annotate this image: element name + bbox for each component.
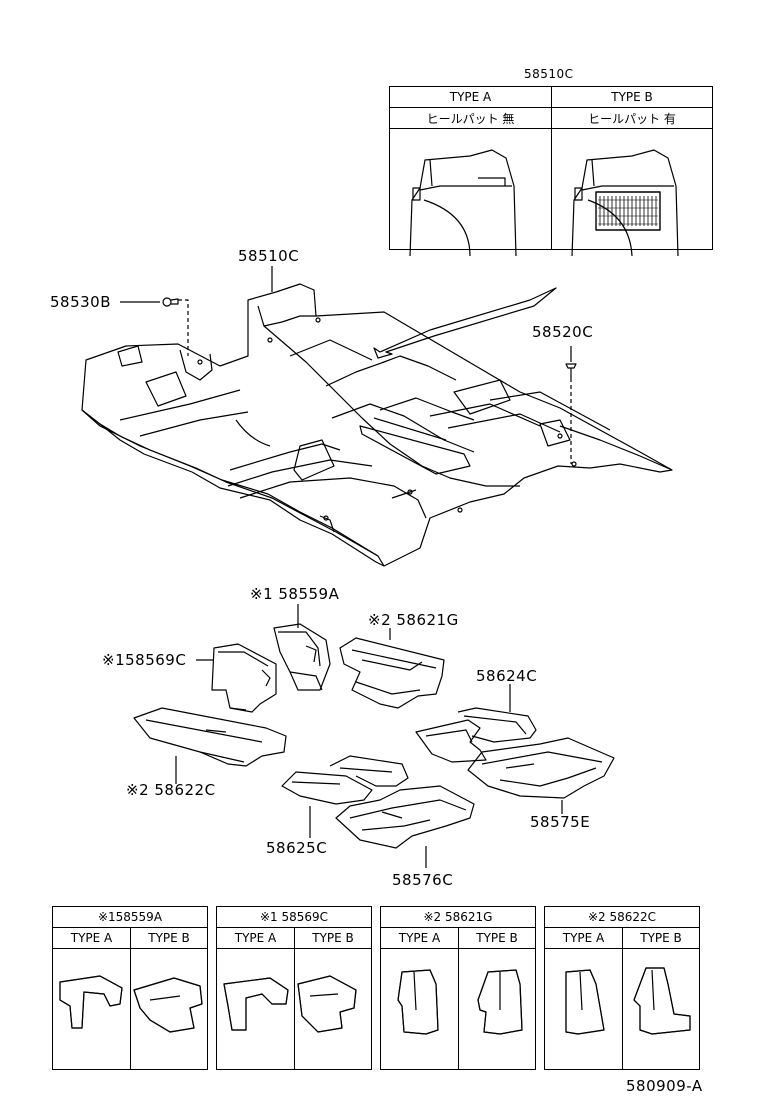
silencer-58569C xyxy=(211,643,277,713)
bottom-table-type-b: TYPE B xyxy=(294,927,372,949)
bottom-table-part: ※1 58569C xyxy=(216,906,372,928)
bottom-table-type-b: TYPE B xyxy=(622,927,700,949)
top-table-type-b: TYPE B xyxy=(551,86,713,108)
bottom-table-type-a: TYPE A xyxy=(216,927,295,949)
clip-58520C xyxy=(565,363,577,378)
label-58569C: ※158569C xyxy=(102,651,187,669)
bottom-table-image-b xyxy=(294,948,372,1070)
bottom-table-image-b xyxy=(622,948,700,1070)
bottom-table-58569C: ※1 58569C TYPE A TYPE B xyxy=(216,906,372,1070)
bottom-table-type-b: TYPE B xyxy=(458,927,536,949)
bottom-table-part: ※2 58622C xyxy=(544,906,700,928)
clip-58530B xyxy=(162,297,179,307)
bottom-table-image-a xyxy=(380,948,459,1070)
label-58530B: 58530B xyxy=(50,293,112,311)
heel-pad-sketch xyxy=(571,149,679,257)
label-58559A: ※1 58559A xyxy=(250,585,340,603)
floor-mat-58625C xyxy=(281,755,409,805)
bottom-table-part: ※2 58621G xyxy=(380,906,536,928)
silencer-58621G xyxy=(339,637,445,709)
floor-mat-58575E xyxy=(467,737,615,799)
reference-arrow xyxy=(373,287,557,359)
floor-carpet-58510C xyxy=(81,283,673,567)
bottom-table-part: ※158559A xyxy=(52,906,208,928)
label-58576C: 58576C xyxy=(392,871,454,889)
bottom-table-58621G: ※2 58621G TYPE A TYPE B xyxy=(380,906,536,1070)
bottom-table-58559A: ※158559A TYPE A TYPE B xyxy=(52,906,208,1070)
footer-code: 580909-A xyxy=(626,1077,703,1095)
bottom-table-image-b xyxy=(458,948,536,1070)
silencer-58559A xyxy=(273,623,331,691)
bottom-table-type-b: TYPE B xyxy=(130,927,208,949)
bottom-table-type-a: TYPE A xyxy=(52,927,131,949)
bottom-table-image-a xyxy=(216,948,295,1070)
bottom-table-58622C: ※2 58622C TYPE A TYPE B xyxy=(544,906,700,1070)
bottom-table-type-a: TYPE A xyxy=(380,927,459,949)
label-58520C: 58520C xyxy=(532,323,594,341)
label-58622C: ※2 58622C xyxy=(126,781,216,799)
bottom-table-image-a xyxy=(544,948,623,1070)
floor-mat-58576C xyxy=(335,785,475,849)
bottom-table-image-b xyxy=(130,948,208,1070)
heel-pad-none-sketch xyxy=(409,149,517,257)
label-58624C: 58624C xyxy=(476,667,538,685)
bottom-table-type-a: TYPE A xyxy=(544,927,623,949)
top-table-image-a xyxy=(389,128,552,250)
bottom-table-image-a xyxy=(52,948,131,1070)
floor-mat-58624C xyxy=(415,707,537,763)
label-58625C: 58625C xyxy=(266,839,328,857)
label-58621G: ※2 58621G xyxy=(368,611,459,629)
label-58510C: 58510C xyxy=(238,247,300,265)
silencer-58622C xyxy=(133,707,287,767)
top-table-part-label: 58510C xyxy=(524,67,574,81)
label-58575E: 58575E xyxy=(530,813,591,831)
top-type-table: TYPE A TYPE B ヒールパット 無 ヒールパット 有 xyxy=(389,86,713,250)
